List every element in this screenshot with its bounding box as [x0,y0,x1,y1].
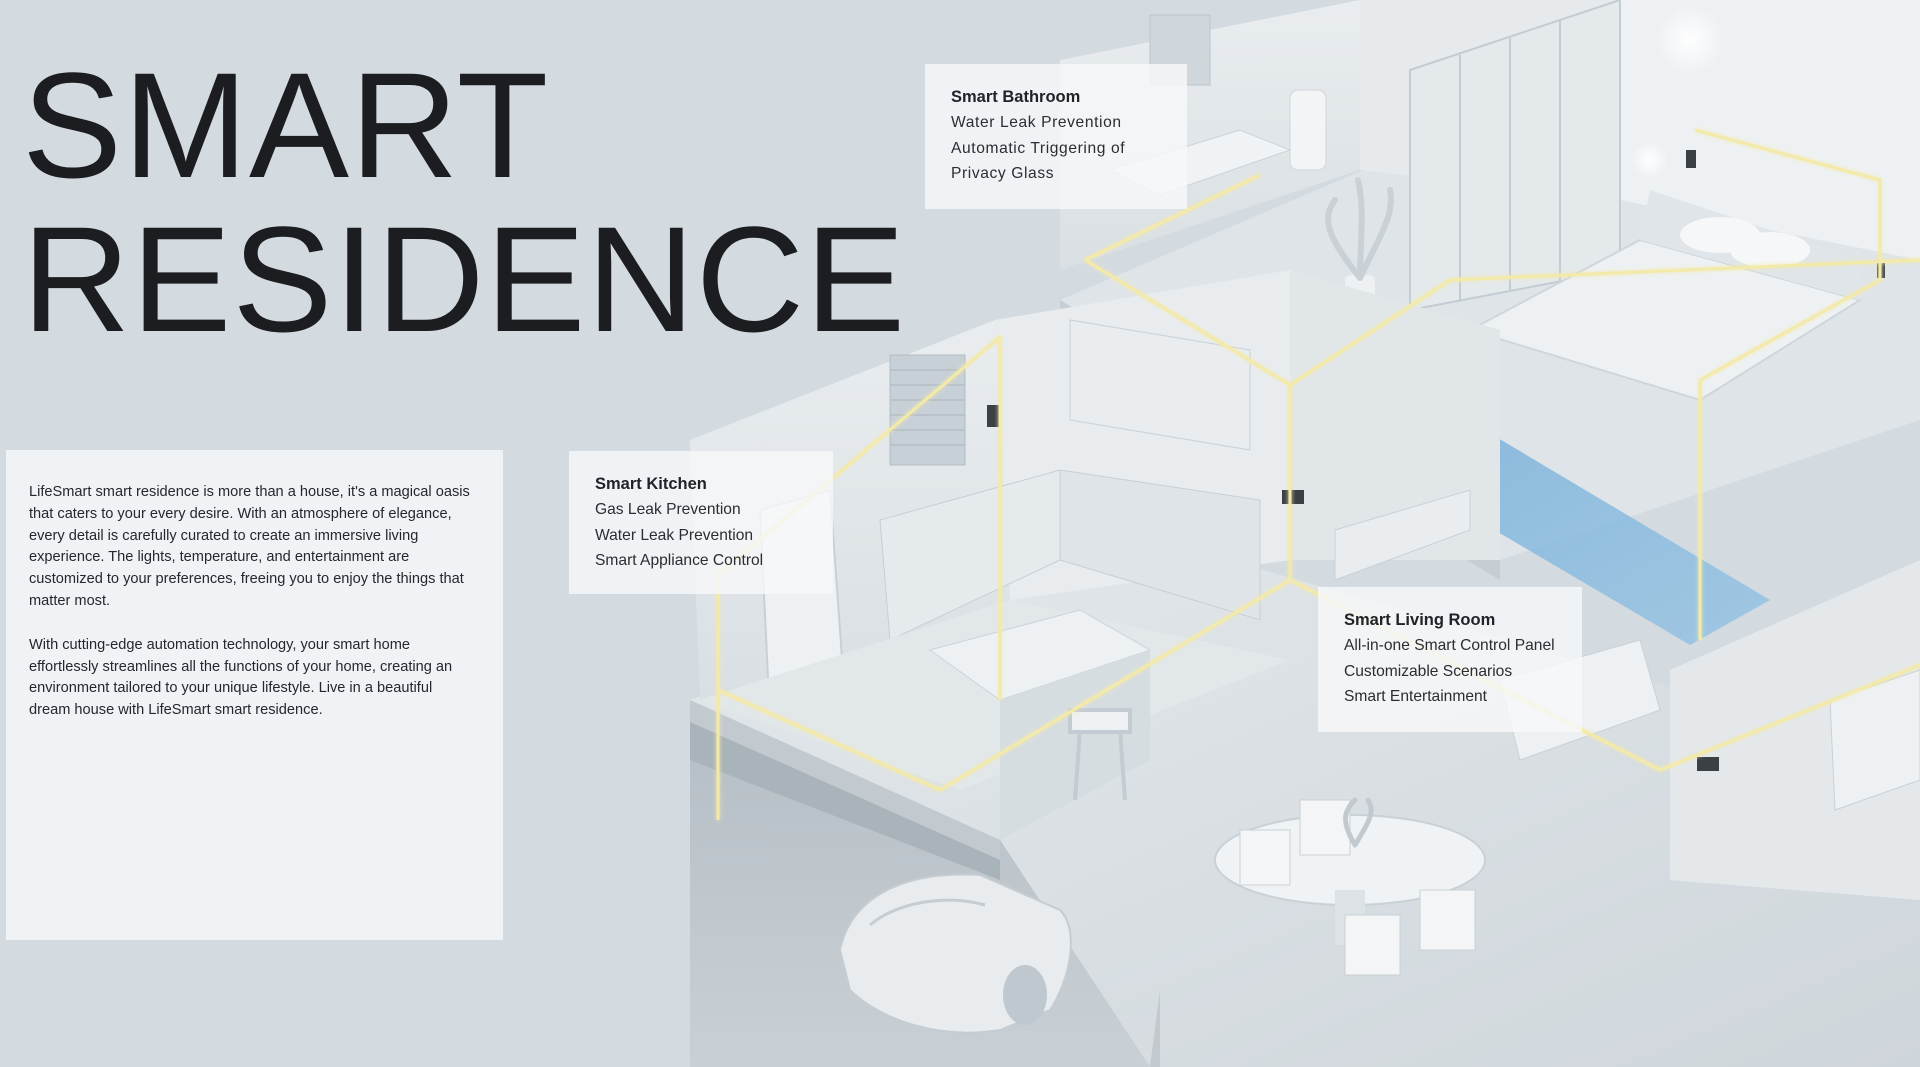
intro-paragraph-1: LifeSmart smart residence is more than a… [29,484,470,609]
callout-feature: Smart Appliance Control [595,552,764,569]
callout-feature: All-in-one Smart Control Panel [1344,637,1555,654]
page-title-line-2: RESIDENCE [22,195,907,363]
tv-console [1334,489,1471,581]
callout-feature: Customizable Scenarios [1344,662,1513,680]
control-panel-icon [1282,490,1304,504]
intro-panel: LifeSmart smart residence is more than a… [6,450,503,940]
right-tall-wall [1670,560,1920,900]
page-title-line-1: SMART [22,41,550,209]
living-room-wall [1290,270,1500,560]
car-icon [838,873,1072,1034]
smart-kitchen-callout: Smart Kitchen Gas Leak Prevention Water … [569,451,833,594]
callout-feature: Water Leak Prevention [951,114,1122,131]
callout-feature: Smart Entertainment [1344,688,1488,705]
garage-front-pillar [1150,990,1160,1067]
air-conditioner [1829,669,1920,811]
callout-feature: Gas Leak Prevention [595,501,741,518]
intro-paragraph-2: With cutting-edge automation technology,… [29,636,453,719]
toilet-icon [1289,89,1327,171]
callout-feature: Water Leak Prevention [595,526,754,544]
callout-feature: Privacy Glass [951,165,1055,182]
callout-title: Smart Bathroom [951,88,1081,106]
smart-living-room-callout: Smart Living Room All-in-one Smart Contr… [1318,587,1582,732]
upper-cabinets [1069,319,1251,451]
control-panel-icon [987,405,1000,427]
control-panel-icon [1686,150,1696,168]
control-panel-icon [1697,757,1719,771]
kitchen-cabinets [1059,469,1261,621]
callout-title: Smart Kitchen [595,475,707,493]
callout-feature: Automatic Triggering of [951,139,1126,157]
kitchen-window [889,354,966,466]
dining-table-icon [1214,797,1486,976]
bar-stool [1068,708,1132,801]
callout-title: Smart Living Room [1344,611,1496,629]
slab-edge [690,700,1000,860]
garage-back-wall [690,720,1000,880]
smart-bathroom-callout: Smart Bathroom Water Leak Prevention Aut… [925,64,1187,209]
page-title: SMART RESIDENCE [22,48,906,356]
